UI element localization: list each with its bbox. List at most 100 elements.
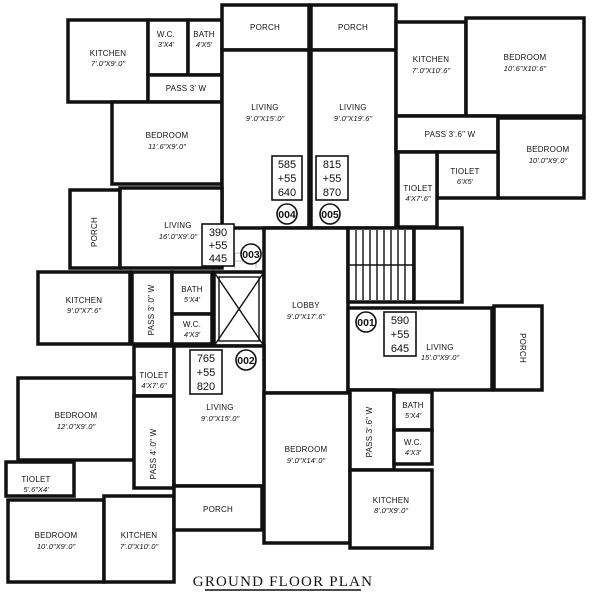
svg-text:12'.0"X9'.0": 12'.0"X9'.0" [57,422,96,431]
svg-text:+55: +55 [278,173,297,185]
svg-text:TIOLET: TIOLET [21,475,50,484]
svg-text:TIOLET: TIOLET [403,184,432,193]
svg-text:3'X4': 3'X4' [158,40,175,49]
room-kitchen-top-left [66,18,150,104]
svg-text:590: 590 [391,315,409,327]
svg-text:PASS 3'.6" W: PASS 3'.6" W [365,406,374,457]
room-bedroom-bottom-left [16,376,136,462]
room-wc-left [170,312,214,346]
svg-text:10'.0"X9'.0": 10'.0"X9'.0" [37,542,76,551]
room-bedroom-bottom-middle [262,391,352,545]
svg-text:445: 445 [209,253,227,265]
stair-landing [412,226,464,304]
room-wc-bottom-right [392,428,434,466]
room-kitchen-bottom-right [348,468,434,550]
svg-text:BEDROOM: BEDROOM [285,445,328,454]
svg-text:+55: +55 [197,367,216,379]
svg-text:KITCHEN: KITCHEN [373,496,410,505]
svg-text:004: 004 [278,209,296,221]
room-toilet-left [132,344,176,398]
svg-text:BEDROOM: BEDROOM [504,53,547,62]
room-porch-right [492,304,544,392]
svg-text:585: 585 [278,159,296,171]
pass-bottom-right [348,388,396,472]
room-porch-left [68,188,122,270]
unit-marker-003 [240,243,262,265]
svg-text:PASS 3'.0" W: PASS 3'.0" W [147,284,156,335]
pass-top-right [394,114,500,154]
svg-text:LIVING: LIVING [339,103,366,112]
svg-text:16'.0"X9'.0": 16'.0"X9'.0" [159,232,198,241]
svg-text:BATH: BATH [402,401,424,410]
room-kitchen-top-right [394,20,468,118]
area-box-001 [383,311,417,357]
svg-text:5'X4': 5'X4' [184,295,201,304]
room-bedroom-bottom-left-2 [6,498,106,584]
svg-text:TIOLET: TIOLET [139,371,168,380]
room-bath-bottom-right [392,390,434,432]
svg-text:005: 005 [321,209,339,221]
room-bedroom-top-left [110,100,224,186]
pass-left [130,270,174,346]
svg-text:PASS 4'.0" W: PASS 4'.0" W [149,428,158,479]
unit-marker-002 [235,349,257,371]
svg-text:BEDROOM: BEDROOM [146,131,189,140]
svg-text:PORCH: PORCH [338,23,368,32]
svg-text:9'.0"X19'.6": 9'.0"X19'.6" [334,114,373,123]
svg-text:8'.0"X9'.0": 8'.0"X9'.0" [374,506,408,515]
svg-text:BEDROOM: BEDROOM [35,531,78,540]
svg-text:LIVING: LIVING [164,221,191,230]
svg-text:W.C.: W.C. [157,30,175,39]
stair-treads [348,230,414,300]
svg-text:LIVING: LIVING [426,343,453,352]
svg-text:PORCH: PORCH [203,505,233,514]
svg-text:KITCHEN: KITCHEN [66,296,103,305]
svg-text:390: 390 [209,227,227,239]
room-kitchen-bottom-middle [102,494,176,584]
room-bath-top-left [186,18,224,77]
svg-text:7'.0"X9'.0": 7'.0"X9'.0" [91,59,125,68]
unit-marker-004 [276,203,298,225]
svg-text:645: 645 [391,343,409,355]
svg-text:765: 765 [197,353,215,365]
room-bedroom-top-right [464,16,586,118]
svg-text:10'.0"X9'.0": 10'.0"X9'.0" [529,156,568,165]
svg-text:PORCH: PORCH [250,23,280,32]
svg-text:PASS 3' W: PASS 3' W [166,84,207,93]
svg-text:002: 002 [237,355,255,367]
svg-text:+55: +55 [209,240,228,252]
svg-text:TIOLET: TIOLET [450,167,479,176]
svg-text:4'X3': 4'X3' [184,330,201,339]
svg-text:BATH: BATH [181,285,203,294]
svg-text:10'.6"X10'.6": 10'.6"X10'.6" [504,64,547,73]
svg-text:640: 640 [278,187,296,199]
svg-text:820: 820 [197,381,215,393]
svg-text:5'X4': 5'X4' [405,411,422,420]
svg-text:KITCHEN: KITCHEN [121,531,158,540]
svg-text:4'X5': 4'X5' [196,40,213,49]
svg-text:15'.0"X9'.0": 15'.0"X9'.0" [421,353,460,362]
label-kitchen-top-left: KITCHEN [90,49,127,58]
svg-text:4'X7'.6": 4'X7'.6" [141,381,166,390]
area-box-005 [315,155,349,201]
svg-text:LOBBY: LOBBY [292,301,320,310]
lobby [262,226,350,395]
svg-text:LIVING: LIVING [206,403,233,412]
svg-text:001: 001 [357,317,375,329]
room-kitchen-left [36,270,132,346]
room-wc-top-left [146,18,190,77]
svg-text:+55: +55 [391,329,410,341]
svg-text:003: 003 [242,249,260,261]
svg-text:BEDROOM: BEDROOM [55,411,98,420]
svg-text:9'.0"X15'.0": 9'.0"X15'.0" [246,114,285,123]
room-living-004 [220,48,311,230]
svg-text:9'.0"X17'.6": 9'.0"X17'.6" [287,312,326,321]
svg-text:KITCHEN: KITCHEN [413,55,450,64]
room-toilet-bottom-left [4,460,76,498]
area-box-003 [201,223,235,267]
svg-text:9'.0"X7'.6": 9'.0"X7'.6" [67,306,101,315]
svg-text:6'X5': 6'X5' [457,177,474,186]
plan-title: GROUND FLOOR PLAN [193,574,373,590]
svg-text:4'X7'.6": 4'X7'.6" [405,194,430,203]
